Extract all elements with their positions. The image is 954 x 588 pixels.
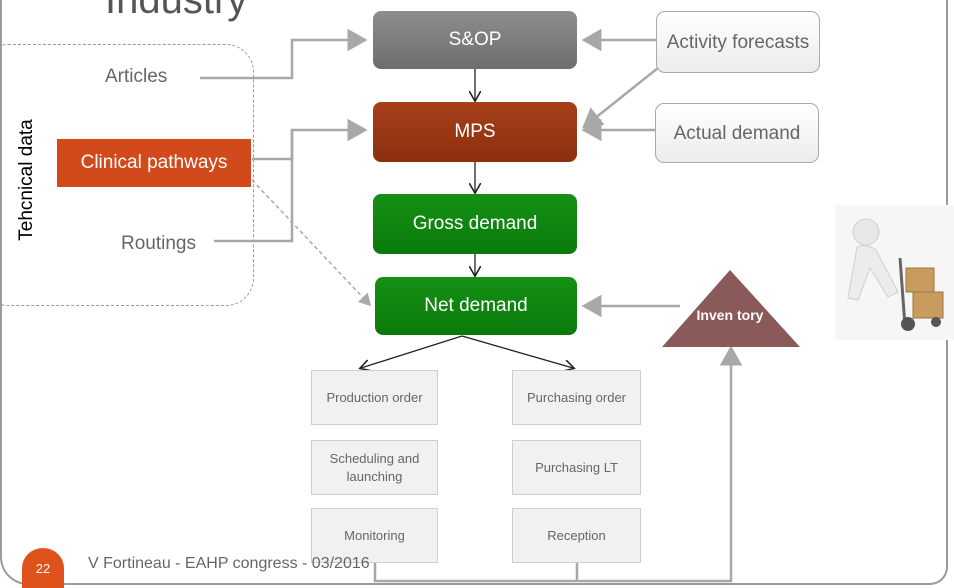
gross-demand-box: Gross demand — [373, 194, 577, 254]
footer-text: V Fortineau - EAHP congress - 03/2016 — [88, 555, 370, 572]
mps-box: MPS — [373, 102, 577, 162]
clinical-pathways-box: Clinical pathways — [57, 139, 251, 187]
sop-box: S&OP — [373, 11, 577, 69]
actual-demand-box: Actual demand — [655, 103, 819, 163]
slide-title: Industry — [105, 0, 248, 22]
monitoring-loop — [373, 563, 577, 583]
delivery-person-image — [835, 205, 954, 340]
production-order-box: Production order — [311, 370, 438, 425]
scheduling-launching-box: Scheduling and launching — [311, 440, 438, 495]
purchasing-lt-box: Purchasing LT — [512, 440, 641, 495]
articles-label: Articles — [105, 66, 168, 87]
inventory-triangle — [662, 270, 800, 347]
flow-arrows — [361, 69, 573, 368]
technical-data-group — [0, 44, 254, 306]
net-demand-box: Net demand — [375, 277, 577, 335]
purchasing-order-box: Purchasing order — [512, 370, 641, 425]
inventory-label: Inven tory — [696, 307, 764, 323]
input-connectors — [581, 28, 680, 318]
page-number-badge: 22 — [22, 548, 64, 588]
monitoring-box: Monitoring — [311, 508, 438, 563]
activity-forecasts-box: Activity forecasts — [656, 11, 820, 73]
routings-label: Routings — [121, 233, 196, 254]
tech-to-sop-mps-connectors — [200, 28, 368, 243]
reception-to-inventory-loop — [575, 345, 743, 583]
reception-box: Reception — [512, 508, 641, 563]
clinical-to-net-dashed — [251, 179, 372, 307]
